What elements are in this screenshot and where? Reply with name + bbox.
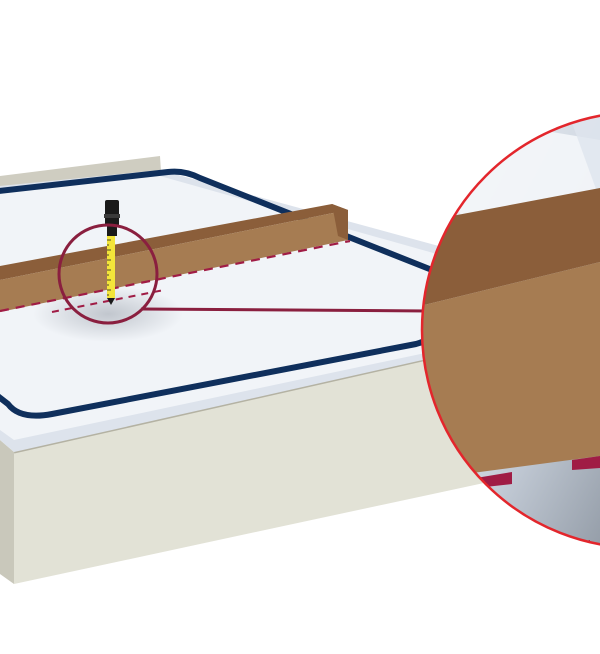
marker-line-upper xyxy=(0,239,351,313)
board-front-face xyxy=(0,210,348,312)
tape-shadow xyxy=(33,286,183,342)
base-side-face xyxy=(0,440,14,584)
tape-clip xyxy=(107,226,117,236)
tape-blade xyxy=(107,236,115,298)
tape-tip xyxy=(107,298,115,305)
zoom-mark-2 xyxy=(572,456,600,470)
zoom-detail-icon xyxy=(420,112,600,548)
zoom-surface-shard-2 xyxy=(560,112,600,200)
zoom-connector-line xyxy=(140,307,429,313)
board-end-face xyxy=(332,204,348,240)
tape-case-band xyxy=(104,214,120,218)
board-top-face xyxy=(0,204,348,280)
wooden-board xyxy=(0,204,348,312)
tape-ticks xyxy=(107,239,111,296)
magnifier-circle-icon xyxy=(57,223,159,325)
zoom-ring xyxy=(420,114,600,546)
tape-case xyxy=(105,200,119,226)
marker-lines xyxy=(0,239,351,313)
zoom-board-front xyxy=(422,262,600,480)
zoom-board-top xyxy=(422,188,600,306)
zoom-mark-3 xyxy=(556,540,590,548)
tape-measure-icon xyxy=(104,200,120,305)
marker-line-lower xyxy=(51,289,165,313)
